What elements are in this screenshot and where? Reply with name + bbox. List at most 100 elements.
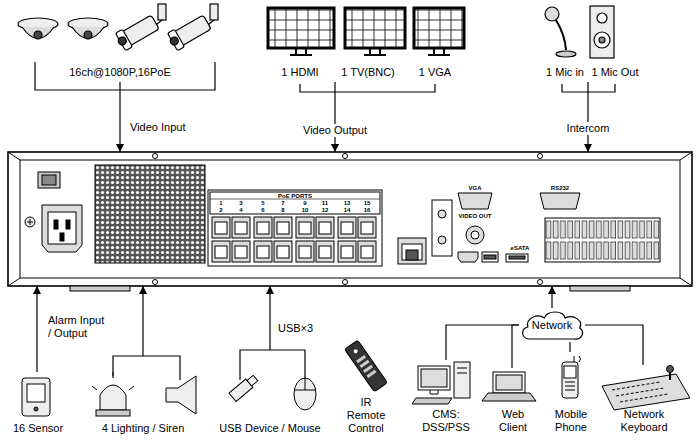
poe-port bbox=[232, 217, 250, 238]
poe-port bbox=[299, 246, 311, 258]
intercom-group: 1 Mic in 1 Mic Out bbox=[535, 0, 645, 82]
poe-port bbox=[361, 246, 373, 258]
laptop-icon bbox=[482, 372, 536, 401]
nvr-housing bbox=[570, 286, 630, 291]
bracket-line bbox=[240, 350, 305, 380]
phone-icon bbox=[562, 362, 578, 398]
phone-icon bbox=[562, 356, 581, 398]
connector-line bbox=[119, 82, 120, 152]
port-number: 6 bbox=[261, 207, 264, 214]
monitor bbox=[345, 8, 405, 55]
port-number: 5 bbox=[261, 200, 264, 207]
poe-port bbox=[254, 217, 272, 238]
usb-port bbox=[482, 252, 498, 262]
poe-port bbox=[296, 217, 314, 238]
laptop-icon bbox=[496, 375, 522, 390]
poe-port bbox=[274, 217, 292, 238]
poe-port bbox=[358, 241, 376, 262]
siren-icon bbox=[166, 376, 196, 414]
monitor bbox=[345, 8, 405, 48]
connector-line bbox=[334, 82, 335, 152]
connector-layer bbox=[37, 82, 643, 372]
power-socket bbox=[48, 212, 76, 244]
power-socket bbox=[66, 220, 70, 229]
cms-computer bbox=[412, 398, 452, 404]
keyboard-device: Network Keyboard bbox=[596, 365, 692, 438]
node-label: 1 HDMI bbox=[281, 66, 318, 79]
dome-camera bbox=[72, 27, 104, 39]
node-label: 1 VGA bbox=[419, 66, 451, 79]
usb-drive bbox=[247, 375, 258, 386]
monitor bbox=[268, 8, 334, 48]
power-socket bbox=[42, 205, 82, 252]
lan-port bbox=[398, 238, 426, 264]
vga-port bbox=[458, 193, 492, 209]
speaker bbox=[590, 6, 614, 58]
node-label: VIDEO OUT bbox=[458, 213, 491, 220]
poe-port bbox=[277, 222, 289, 234]
poe-port bbox=[341, 222, 353, 234]
poe-port bbox=[235, 222, 247, 234]
poe-port bbox=[338, 241, 356, 262]
poe-port bbox=[361, 222, 373, 234]
mouse-icon bbox=[294, 378, 316, 390]
port-number: 13 bbox=[344, 200, 351, 207]
lan-port bbox=[398, 238, 426, 264]
dome-camera bbox=[18, 18, 58, 39]
vga-port bbox=[458, 193, 492, 209]
sensor-icon bbox=[22, 378, 50, 416]
speaker bbox=[594, 32, 610, 48]
poe-port bbox=[274, 241, 292, 262]
connector-line bbox=[269, 286, 270, 350]
sensor-device: 16 Sensor bbox=[8, 372, 68, 438]
connector-line bbox=[587, 82, 588, 152]
power-switch bbox=[38, 172, 60, 188]
monitor bbox=[428, 48, 450, 55]
warning-light bbox=[92, 372, 134, 416]
screw bbox=[538, 154, 543, 159]
bullet-camera bbox=[116, 29, 133, 50]
usb-port bbox=[484, 255, 496, 259]
power-socket bbox=[54, 220, 58, 229]
microphone bbox=[556, 20, 566, 50]
monitor bbox=[414, 8, 464, 48]
usb-drive bbox=[229, 374, 259, 402]
keyboard-icon bbox=[667, 366, 674, 373]
keyboard-icon bbox=[602, 374, 690, 410]
port-number: 3 bbox=[239, 200, 242, 207]
bracket-line bbox=[35, 62, 215, 90]
ir-remote bbox=[356, 355, 366, 363]
ground-screw bbox=[25, 217, 35, 227]
node-label: 1 Mic in bbox=[546, 66, 584, 79]
node-label: 16ch@1080P,16PoE bbox=[69, 66, 171, 79]
nvr-housing bbox=[8, 152, 692, 291]
node-label: 1 Mic Out bbox=[591, 66, 638, 79]
connector-line bbox=[551, 286, 552, 308]
power-switch bbox=[42, 175, 56, 185]
poe-port bbox=[358, 217, 376, 238]
poe-port bbox=[338, 217, 356, 238]
ir-remote bbox=[360, 360, 370, 368]
connector-line bbox=[446, 325, 519, 360]
poe-port bbox=[358, 241, 376, 262]
port-number: 15 bbox=[364, 200, 371, 207]
bullet-camera bbox=[169, 36, 180, 47]
monitor bbox=[414, 8, 464, 55]
bnc-port bbox=[466, 226, 484, 244]
fan-grille bbox=[95, 165, 205, 263]
web-device: Web Client bbox=[485, 368, 541, 438]
cms-computer bbox=[454, 362, 470, 398]
network-cloud: Network bbox=[519, 308, 585, 342]
poe-port bbox=[232, 241, 250, 262]
bullet-camera bbox=[117, 36, 128, 47]
laptop-icon bbox=[482, 393, 536, 401]
bullet-camera bbox=[166, 4, 218, 52]
warning-light bbox=[100, 385, 126, 410]
poe-port-block bbox=[208, 190, 382, 266]
node-label: CMS: DSS/PSS bbox=[415, 408, 477, 434]
lan-port bbox=[402, 244, 422, 260]
ir-remote bbox=[366, 370, 376, 378]
connector-label: Video Input bbox=[128, 121, 187, 134]
